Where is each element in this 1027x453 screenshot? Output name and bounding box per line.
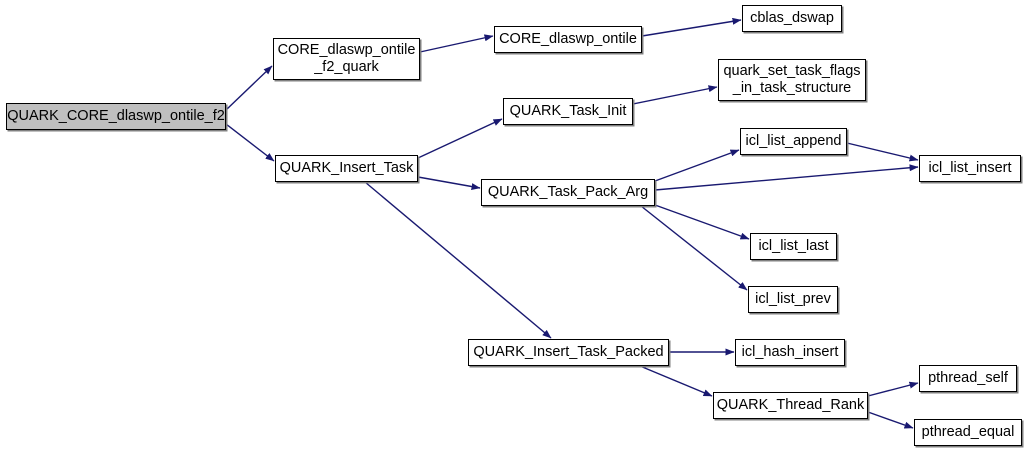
node-quark_task_init[interactable]: QUARK_Task_Init bbox=[503, 98, 633, 125]
node-label-cblas_dswap: cblas_dswap bbox=[750, 10, 834, 26]
node-quark_insert_task[interactable]: QUARK_Insert_Task bbox=[275, 155, 418, 182]
node-label-quark_set_task_flags_in_task_structure: quark_set_task_flags _in_task_structure bbox=[723, 63, 861, 96]
node-label-icl_hash_insert: icl_hash_insert bbox=[741, 344, 839, 360]
node-label-quark_insert_task_packed: QUARK_Insert_Task_Packed bbox=[473, 344, 664, 360]
node-icl_hash_insert[interactable]: icl_hash_insert bbox=[735, 339, 845, 366]
edge-quark_insert_task-to-quark_task_pack_arg bbox=[417, 176, 481, 190]
node-quark_thread_rank[interactable]: QUARK_Thread_Rank bbox=[713, 392, 868, 419]
node-pthread_self[interactable]: pthread_self bbox=[919, 365, 1017, 392]
node-label-icl_list_insert: icl_list_insert bbox=[928, 160, 1012, 176]
node-quark_core_dlaswp_ontile_f2[interactable]: QUARK_CORE_dlaswp_ontile_f2 bbox=[6, 103, 226, 130]
edge-icl_list_append-to-icl_list_insert bbox=[846, 142, 919, 162]
node-icl_list_prev[interactable]: icl_list_prev bbox=[748, 286, 838, 313]
node-core_dlaswp_ontile[interactable]: CORE_dlaswp_ontile bbox=[494, 26, 642, 53]
node-label-core_dlaswp_ontile: CORE_dlaswp_ontile bbox=[499, 31, 637, 47]
node-quark_insert_task_packed[interactable]: QUARK_Insert_Task_Packed bbox=[468, 339, 669, 366]
node-label-quark_insert_task: QUARK_Insert_Task bbox=[279, 160, 414, 176]
node-label-icl_list_prev: icl_list_prev bbox=[755, 291, 831, 307]
edge-quark_insert_task_packed-to-quark_thread_rank bbox=[639, 365, 713, 397]
edge-quark_task_init-to-quark_set_task_flags_in_task_structure bbox=[632, 85, 718, 105]
node-label-pthread_equal: pthread_equal bbox=[921, 424, 1015, 440]
node-label-icl_list_append: icl_list_append bbox=[745, 133, 842, 149]
node-label-pthread_self: pthread_self bbox=[928, 370, 1008, 386]
edge-quark_task_pack_arg-to-icl_list_append bbox=[654, 149, 740, 182]
node-label-quark_task_pack_arg: QUARK_Task_Pack_Arg bbox=[487, 184, 649, 200]
node-quark_task_pack_arg[interactable]: QUARK_Task_Pack_Arg bbox=[481, 179, 655, 206]
node-icl_list_insert[interactable]: icl_list_insert bbox=[919, 155, 1021, 182]
edge-quark_task_pack_arg-to-icl_list_last bbox=[654, 204, 750, 240]
node-pthread_equal[interactable]: pthread_equal bbox=[914, 419, 1022, 446]
node-icl_list_append[interactable]: icl_list_append bbox=[740, 128, 847, 155]
node-label-quark_task_init: QUARK_Task_Init bbox=[509, 103, 627, 119]
edge-quark_core_dlaswp_ontile_f2-to-core_dlaswp_ontile_f2_quark bbox=[225, 65, 273, 111]
node-icl_list_last[interactable]: icl_list_last bbox=[750, 233, 837, 260]
node-core_dlaswp_ontile_f2_quark[interactable]: CORE_dlaswp_ontile _f2_quark bbox=[273, 38, 420, 80]
edge-quark_insert_task-to-quark_task_init bbox=[417, 118, 503, 159]
edge-quark_core_dlaswp_ontile_f2-to-quark_insert_task bbox=[225, 123, 275, 162]
edge-quark_task_pack_arg-to-icl_list_insert bbox=[654, 164, 919, 191]
edge-core_dlaswp_ontile-to-cblas_dswap bbox=[641, 17, 742, 37]
node-label-core_dlaswp_ontile_f2_quark: CORE_dlaswp_ontile _f2_quark bbox=[277, 42, 416, 75]
node-label-icl_list_last: icl_list_last bbox=[758, 238, 829, 254]
edge-core_dlaswp_ontile_f2_quark-to-core_dlaswp_ontile bbox=[419, 34, 494, 53]
node-label-quark_core_dlaswp_ontile_f2: QUARK_CORE_dlaswp_ontile_f2 bbox=[7, 108, 225, 124]
node-label-quark_thread_rank: QUARK_Thread_Rank bbox=[716, 397, 865, 413]
node-cblas_dswap[interactable]: cblas_dswap bbox=[742, 5, 842, 32]
edge-quark_thread_rank-to-pthread_equal bbox=[867, 411, 914, 429]
edge-quark_task_pack_arg-to-icl_list_prev bbox=[640, 205, 748, 291]
node-quark_set_task_flags_in_task_structure[interactable]: quark_set_task_flags _in_task_structure bbox=[718, 59, 866, 101]
edge-quark_thread_rank-to-pthread_self bbox=[867, 381, 919, 397]
